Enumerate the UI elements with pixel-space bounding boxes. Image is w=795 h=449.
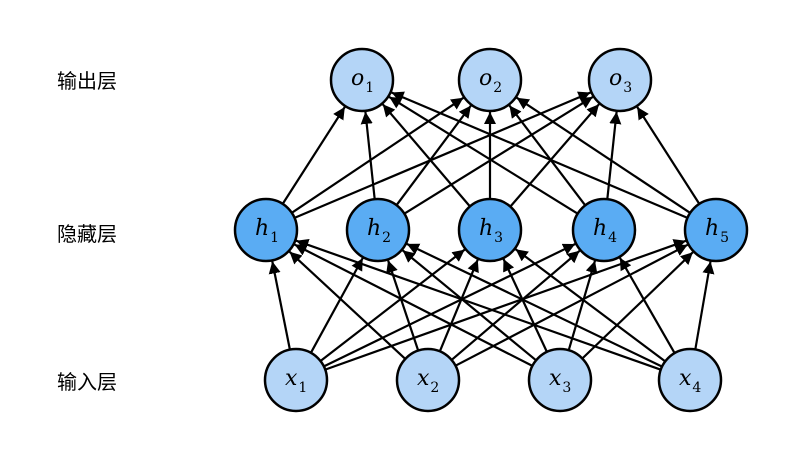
edge-h5-to-o1 bbox=[391, 91, 688, 219]
output-node-circle bbox=[457, 47, 523, 113]
edge-x2-to-h4 bbox=[450, 249, 581, 361]
hidden-node-circle bbox=[345, 197, 411, 263]
edge-x2-to-h3 bbox=[438, 259, 479, 352]
edge-x3-to-h2 bbox=[402, 249, 537, 362]
edge-h5-to-o3 bbox=[636, 106, 701, 205]
edge-x3-to-h1 bbox=[294, 243, 533, 367]
hidden-layer-label: 隐藏层 bbox=[57, 222, 117, 246]
edge-x3-to-h5 bbox=[581, 251, 694, 360]
output-node-o2: o2 bbox=[457, 47, 523, 113]
edge-x2-to-h1 bbox=[288, 250, 407, 360]
edge-x4-to-h3 bbox=[514, 248, 666, 363]
edge-x4-to-h1 bbox=[295, 239, 662, 371]
edge-h2-to-o1 bbox=[360, 111, 376, 200]
input-node-circle bbox=[657, 347, 723, 413]
edge-h4-to-o2 bbox=[508, 104, 587, 206]
hidden-node-h5: h5 bbox=[683, 197, 749, 263]
edge-x2-to-h5 bbox=[454, 243, 689, 367]
edge-x3-to-h4 bbox=[567, 260, 598, 351]
output-node-o3: o3 bbox=[587, 47, 653, 113]
edge-x3-to-h3 bbox=[502, 258, 548, 353]
hidden-node-circle bbox=[233, 197, 299, 263]
edge-x1-to-h4 bbox=[323, 243, 576, 368]
edge-h3-to-o3 bbox=[509, 103, 600, 208]
edge-h5-to-o2 bbox=[516, 96, 691, 214]
edge-x1-to-h2 bbox=[309, 257, 364, 354]
hidden-node-circle bbox=[457, 197, 523, 263]
edge-h2-to-o3 bbox=[403, 95, 594, 215]
edge-x1-to-h1 bbox=[268, 261, 291, 350]
input-node-circle bbox=[263, 347, 329, 413]
hidden-node-h3: h3 bbox=[457, 197, 523, 263]
output-node-circle bbox=[587, 47, 653, 113]
connection-edges bbox=[268, 91, 715, 371]
input-node-circle bbox=[527, 347, 593, 413]
input-node-circle bbox=[395, 347, 461, 413]
edge-h1-to-o1 bbox=[281, 106, 346, 205]
edge-x1-to-h3 bbox=[319, 248, 466, 362]
edge-x4-to-h5 bbox=[694, 261, 715, 350]
edge-h2-to-o2 bbox=[395, 104, 472, 206]
hidden-node-circle bbox=[683, 197, 749, 263]
input-node-x4: x4 bbox=[657, 347, 723, 413]
output-layer-label: 输出层 bbox=[57, 69, 117, 93]
hidden-node-h2: h2 bbox=[345, 197, 411, 263]
hidden-node-h4: h4 bbox=[571, 197, 637, 263]
edge-x4-to-h4 bbox=[618, 257, 676, 354]
input-node-x2: x2 bbox=[395, 347, 461, 413]
network-nodes: o1 o2 o3 h1 h2 h3 h4 h5 x1 x2 x3 x4 bbox=[233, 47, 749, 413]
edge-x4-to-h2 bbox=[406, 242, 663, 368]
output-node-circle bbox=[329, 47, 395, 113]
input-node-x1: x1 bbox=[263, 347, 329, 413]
edge-h1-to-o2 bbox=[291, 96, 465, 214]
input-node-x3: x3 bbox=[527, 347, 593, 413]
hidden-node-circle bbox=[571, 197, 637, 263]
output-node-o1: o1 bbox=[329, 47, 395, 113]
input-layer-label: 输入层 bbox=[57, 370, 117, 394]
edge-h4-to-o1 bbox=[388, 95, 579, 215]
hidden-node-h1: h1 bbox=[233, 197, 299, 263]
edge-h3-to-o1 bbox=[381, 103, 471, 208]
